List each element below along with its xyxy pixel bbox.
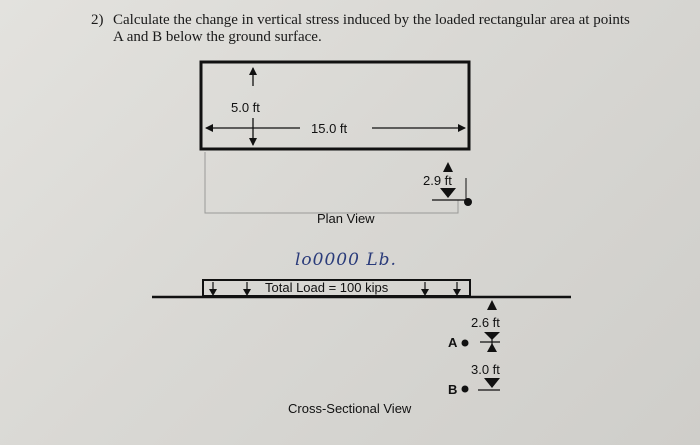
load-arrow-head	[209, 289, 217, 296]
depth-a-label: 2.6 ft	[471, 315, 500, 330]
load-arrow-head	[243, 289, 251, 296]
offset-dimension-label: 2.9 ft	[423, 173, 452, 188]
plan-view-caption: Plan View	[317, 211, 375, 226]
plan-rectangle	[199, 60, 471, 151]
problem-line-2: A and B below the ground surface.	[113, 29, 322, 45]
problem-text-1: Calculate the change in vertical stress …	[113, 12, 630, 28]
point-a-dot	[461, 339, 469, 347]
pencil-guide	[204, 152, 459, 214]
width-dimension-label: 5.0 ft	[231, 100, 260, 115]
load-box	[202, 279, 471, 297]
offset-arrow-up	[443, 162, 453, 172]
depth-a-arrow-up	[487, 300, 497, 310]
point-b-dot	[461, 385, 469, 393]
point-b-label: B	[448, 382, 458, 397]
handwritten-note: lo0000 Lb.	[295, 250, 397, 270]
point-marker-plan	[464, 198, 472, 206]
point-a-label: A	[448, 335, 458, 350]
problem-number: 2)	[91, 12, 104, 28]
problem-line-1: 2) Calculate the change in vertical stres…	[91, 12, 671, 29]
total-load-label: Total Load = 100 kips	[265, 280, 389, 295]
cross-section-caption: Cross-Sectional View	[288, 401, 412, 416]
depth-b-arrow-down	[484, 378, 500, 388]
depth-b-arrow-up	[487, 343, 497, 352]
problem-statement: 2) Calculate the change in vertical stres…	[91, 12, 671, 46]
length-dimension-label: 15.0 ft	[311, 121, 348, 136]
offset-arrow-down	[440, 188, 456, 198]
load-arrow-head	[453, 289, 461, 296]
load-arrow-head	[421, 289, 429, 296]
depth-b-label: 3.0 ft	[471, 362, 500, 377]
